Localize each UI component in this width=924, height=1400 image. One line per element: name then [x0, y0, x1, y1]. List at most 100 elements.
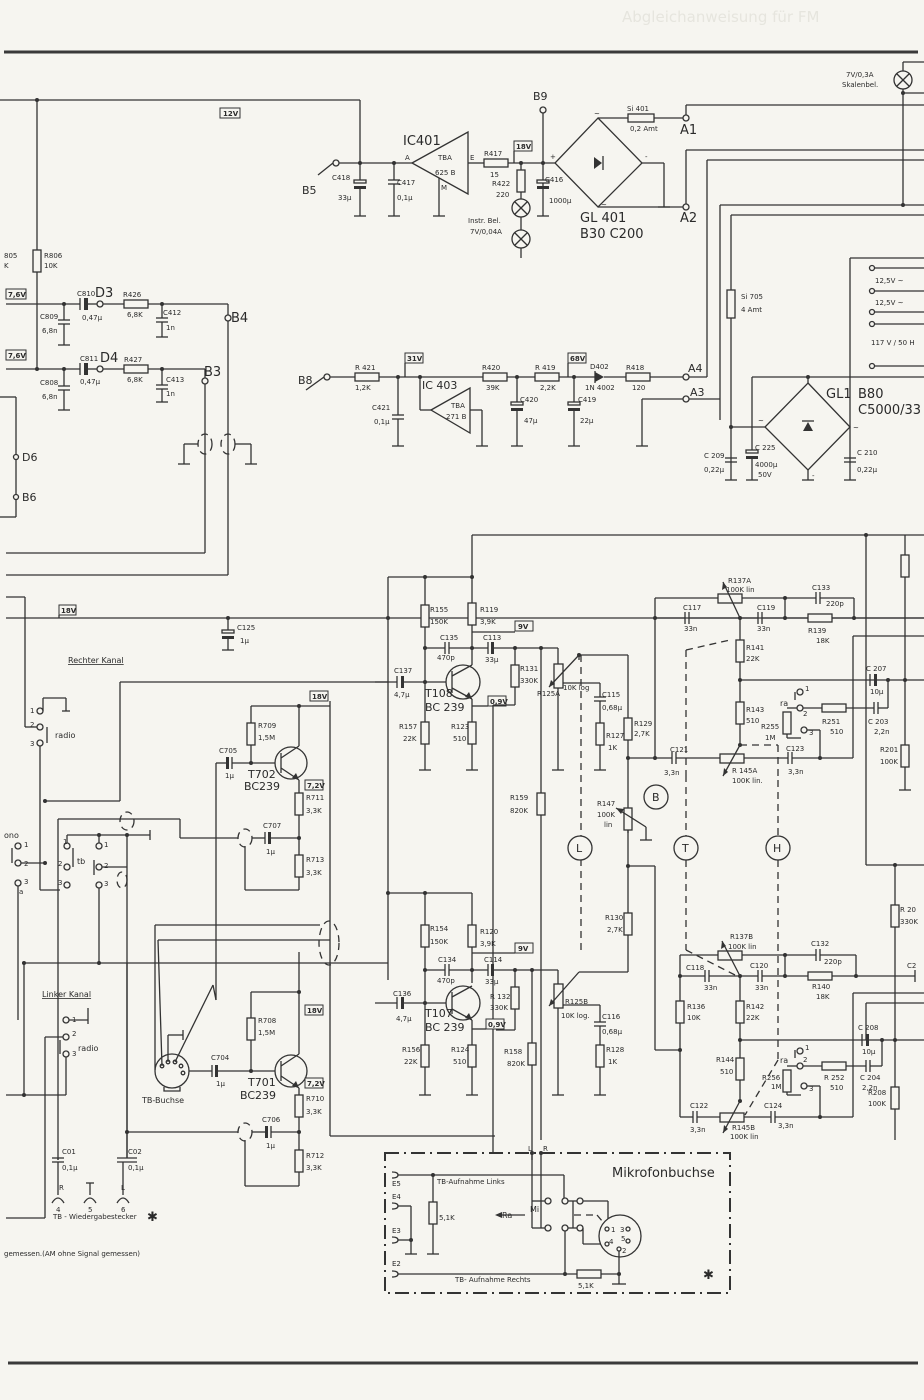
knob-loudness[interactable] [567, 835, 593, 861]
svg-text:22K: 22K [403, 735, 417, 743]
svg-text:C417: C417 [397, 179, 415, 187]
svg-text:1K: 1K [608, 1058, 617, 1066]
svg-text:33n: 33n [757, 625, 770, 633]
svg-text:C124: C124 [764, 1102, 783, 1110]
svg-text:18V: 18V [307, 1007, 323, 1015]
svg-text:C 209: C 209 [704, 452, 724, 460]
node-b3: B3 [204, 365, 221, 380]
ac-tap-label: 12,5V ~ [875, 277, 904, 285]
svg-text:18K: 18K [816, 637, 830, 645]
potentiometer-r147 [623, 807, 633, 831]
svg-text:C704: C704 [211, 1054, 230, 1062]
section-title-left-channel: Linker Kanal [42, 990, 91, 999]
scale-lamp-icon [893, 70, 913, 90]
svg-text:1M: 1M [771, 1083, 782, 1091]
svg-text:3,3K: 3,3K [306, 869, 322, 877]
plug-pin-4 [51, 1197, 65, 1204]
knob-balance[interactable] [643, 784, 669, 810]
svg-text:R710: R710 [306, 1095, 324, 1103]
faded-header-text: Abgleichanweisung für FM [622, 8, 819, 26]
svg-text:T701: T701 [247, 1076, 276, 1089]
svg-text:R120: R120 [480, 928, 498, 936]
svg-text:lin: lin [604, 821, 612, 829]
svg-text:1µ: 1µ [225, 772, 234, 780]
svg-text:C 207: C 207 [866, 665, 886, 673]
svg-text:33n: 33n [755, 984, 768, 992]
svg-text:K: K [4, 262, 9, 270]
svg-text:10K: 10K [687, 1014, 701, 1022]
svg-text:R417: R417 [484, 150, 502, 158]
svg-text:3: 3 [72, 1050, 76, 1058]
svg-text:B80: B80 [858, 387, 883, 402]
svg-text:0,47µ: 0,47µ [80, 378, 101, 386]
mic-star-icon: ✱ [703, 1268, 714, 1283]
transistor-t701 [274, 1054, 308, 1088]
svg-text:12V: 12V [223, 110, 239, 118]
svg-text:100K lin.: 100K lin. [732, 777, 763, 785]
svg-text:2: 2 [104, 862, 108, 870]
svg-text:~: ~ [601, 201, 607, 209]
svg-text:271 B: 271 B [446, 413, 467, 421]
node-a1: A1 [680, 123, 697, 138]
svg-text:C122: C122 [690, 1102, 708, 1110]
svg-text:R 132: R 132 [490, 993, 510, 1001]
svg-text:7,2V: 7,2V [307, 782, 325, 790]
svg-text:7V/0,04A: 7V/0,04A [470, 228, 502, 236]
svg-text:6,8n: 6,8n [42, 393, 58, 401]
svg-text:R256: R256 [762, 1074, 781, 1082]
svg-text:1: 1 [805, 1044, 809, 1052]
svg-text:C135: C135 [440, 634, 458, 642]
instrument-lamp-icon [511, 198, 531, 218]
svg-text:150K: 150K [430, 938, 448, 946]
svg-text:R136: R136 [687, 1003, 706, 1011]
ac-tap-label: 117 V / 50 H [871, 339, 915, 347]
svg-text:C707: C707 [263, 822, 281, 830]
svg-text:0,22µ: 0,22µ [704, 466, 725, 474]
ra-switch-label: ra [780, 1056, 788, 1065]
svg-text:C117: C117 [683, 604, 701, 612]
svg-text:100K lin: 100K lin [730, 1133, 759, 1141]
svg-text:1µ: 1µ [266, 1142, 275, 1150]
svg-text:C113: C113 [483, 634, 501, 642]
svg-text:C121: C121 [670, 746, 688, 754]
svg-text:T702: T702 [247, 768, 276, 781]
svg-text:9V: 9V [518, 623, 529, 631]
svg-text:2: 2 [72, 1030, 76, 1038]
svg-text:510: 510 [746, 717, 759, 725]
voltage-badge-31v: 31V [404, 352, 424, 364]
svg-text:R125A: R125A [537, 690, 560, 698]
potentiometer-r145b [719, 1112, 745, 1123]
svg-text:22K: 22K [746, 655, 760, 663]
svg-text:470p: 470p [437, 977, 455, 985]
svg-text:1,2K: 1,2K [355, 384, 371, 392]
svg-text:1µ: 1µ [216, 1080, 225, 1088]
svg-text:R123: R123 [451, 723, 469, 731]
svg-text:3: 3 [809, 1085, 813, 1093]
mic-din-socket[interactable] [598, 1214, 642, 1258]
svg-text:6: 6 [121, 1206, 126, 1214]
radio-switch-label: radio [55, 731, 75, 740]
svg-text:31V: 31V [407, 355, 423, 363]
svg-text:C809: C809 [40, 313, 58, 321]
svg-text:C118: C118 [686, 964, 704, 972]
svg-text:220p: 220p [826, 600, 844, 608]
svg-text:C 210: C 210 [857, 449, 877, 457]
tone-control-left: R137B 100K lin C118 33n C120 33n C132 22… [655, 865, 924, 1141]
svg-text:1: 1 [805, 685, 809, 693]
svg-text:1: 1 [24, 841, 28, 849]
svg-text:R128: R128 [606, 1046, 624, 1054]
svg-text:1n: 1n [166, 390, 175, 398]
node-d4: D4 [100, 351, 118, 366]
svg-text:C810: C810 [77, 290, 95, 298]
svg-text:C 204: C 204 [860, 1074, 881, 1082]
svg-text:C115: C115 [602, 691, 620, 699]
svg-text:7,6V: 7,6V [8, 291, 26, 299]
svg-text:3: 3 [104, 880, 108, 888]
svg-text:-: - [645, 153, 648, 161]
svg-text:3,3K: 3,3K [306, 1108, 322, 1116]
svg-text:3,3n: 3,3n [778, 1122, 794, 1130]
svg-text:R 20: R 20 [900, 906, 916, 914]
svg-text:C413: C413 [166, 376, 184, 384]
c2xx-partial-label: C2 [907, 962, 916, 970]
svg-text:R144: R144 [716, 1056, 735, 1064]
